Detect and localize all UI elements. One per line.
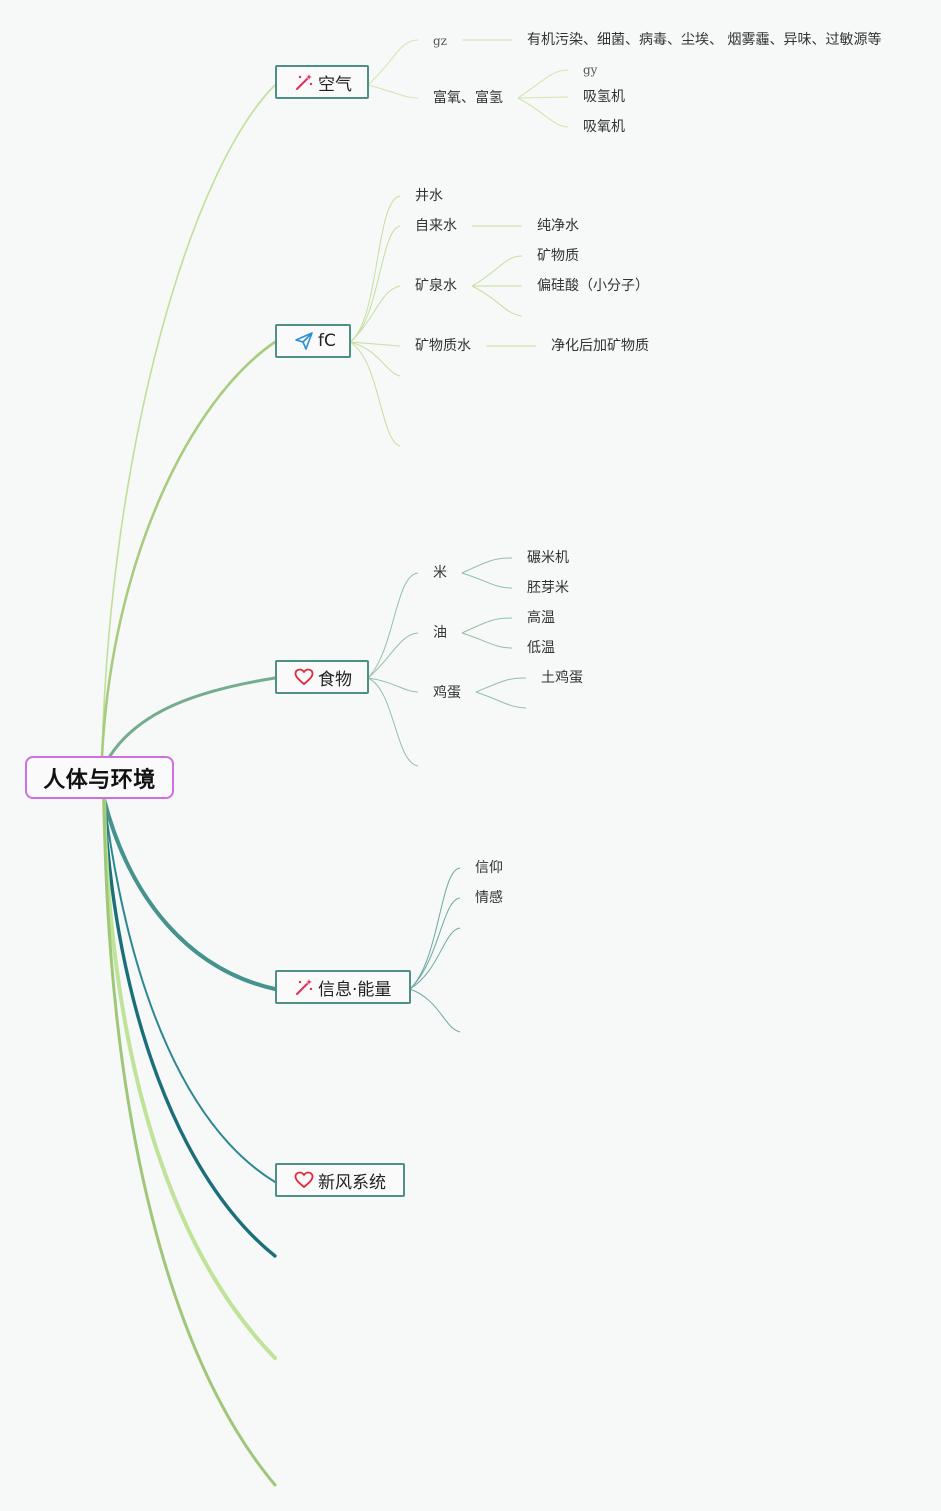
subtopic-egg[interactable]: 鸡蛋 bbox=[433, 685, 461, 701]
connector-empty-3 bbox=[102, 797, 277, 1487]
magic-wand-icon bbox=[294, 72, 314, 92]
root-topic[interactable]: 人体与环境 bbox=[25, 756, 174, 799]
subtopic-oxygen-machine[interactable]: 吸氧机 bbox=[583, 119, 625, 135]
paper-plane-icon bbox=[294, 331, 314, 351]
topic-info-energy[interactable]: 信息·能量 bbox=[275, 970, 411, 1004]
food-link-germ bbox=[461, 572, 513, 589]
topic-water-label: fC bbox=[318, 331, 336, 351]
subtopic-low-temp[interactable]: 低温 bbox=[527, 640, 555, 656]
subtopic-native-egg[interactable]: 土鸡蛋 bbox=[541, 670, 583, 686]
subtopic-rice[interactable]: 米 bbox=[433, 565, 447, 581]
connector-water bbox=[100, 340, 277, 758]
water-link-empty-2 bbox=[349, 341, 401, 447]
subtopic-gz[interactable]: gz bbox=[433, 34, 448, 48]
water-link-mineral bbox=[349, 341, 401, 347]
air-link-gz bbox=[367, 39, 419, 86]
heart-icon bbox=[294, 1170, 314, 1190]
subtopic-tap-water[interactable]: 自来水 bbox=[415, 218, 457, 234]
food-link-oil bbox=[367, 632, 419, 679]
food-link-egg bbox=[367, 677, 419, 693]
magic-wand-icon bbox=[294, 977, 314, 997]
subtopic-pollutants[interactable]: 有机污染、细菌、病毒、尘埃、 烟雾霾、异味、过敏源等 bbox=[527, 32, 882, 48]
root-topic-label: 人体与环境 bbox=[43, 767, 156, 793]
food-link-empty bbox=[367, 677, 419, 767]
info-link-empty-2 bbox=[409, 988, 461, 1033]
food-link-native bbox=[475, 677, 527, 693]
connector-empty-1 bbox=[102, 797, 277, 1258]
connector-food bbox=[108, 676, 277, 758]
water-link-spring-empty bbox=[471, 285, 523, 317]
subtopic-well-water[interactable]: 井水 bbox=[415, 188, 443, 204]
water-link-spring bbox=[349, 285, 401, 343]
water-link-minerals bbox=[471, 255, 523, 287]
subtopic-oil[interactable]: 油 bbox=[433, 625, 447, 641]
connector-air bbox=[101, 84, 276, 757]
subtopic-hydrogen-machine[interactable]: 吸氢机 bbox=[583, 89, 625, 105]
subtopic-mineral-spring-water[interactable]: 矿泉水 bbox=[415, 278, 457, 294]
air-link-o2 bbox=[517, 97, 569, 128]
topic-food[interactable]: 食物 bbox=[275, 660, 369, 694]
topic-food-label: 食物 bbox=[318, 669, 352, 690]
food-link-rice bbox=[367, 572, 419, 679]
connector-empty-2 bbox=[102, 797, 277, 1360]
food-link-egg-empty bbox=[475, 691, 527, 709]
air-link-h2 bbox=[517, 96, 569, 99]
topic-info-energy-label: 信息·能量 bbox=[318, 979, 392, 1000]
food-link-rice-mill bbox=[461, 557, 513, 574]
water-link-well bbox=[349, 195, 401, 343]
connector-info bbox=[102, 797, 277, 991]
subtopic-rich-oxygen-hydrogen[interactable]: 富氧、富氢 bbox=[433, 90, 503, 106]
water-link-tap bbox=[349, 225, 401, 343]
air-link-rich bbox=[367, 84, 419, 99]
subtopic-mineral-water[interactable]: 矿物质水 bbox=[415, 338, 471, 354]
food-link-high bbox=[461, 617, 513, 634]
subtopic-pure-water[interactable]: 纯净水 bbox=[537, 218, 579, 234]
info-link-emotion bbox=[409, 897, 461, 990]
topic-air[interactable]: 空气 bbox=[275, 65, 369, 99]
food-link-low bbox=[461, 632, 513, 649]
subtopic-metasilicic-acid[interactable]: 偏硅酸（小分子） bbox=[537, 278, 649, 294]
info-link-empty-1 bbox=[409, 927, 461, 990]
water-link-empty-1 bbox=[349, 341, 401, 377]
subtopic-rice-mill[interactable]: 碾米机 bbox=[527, 550, 569, 566]
air-link-gy bbox=[517, 69, 569, 99]
subtopic-emotion[interactable]: 情感 bbox=[475, 890, 503, 906]
topic-air-label: 空气 bbox=[318, 74, 352, 95]
connector-fresh bbox=[103, 798, 276, 1183]
subtopic-germ-rice[interactable]: 胚芽米 bbox=[527, 580, 569, 596]
topic-fresh-air-system-label: 新风系统 bbox=[318, 1172, 386, 1193]
heart-icon bbox=[294, 667, 314, 687]
subtopic-belief[interactable]: 信仰 bbox=[475, 860, 503, 876]
subtopic-high-temp[interactable]: 高温 bbox=[527, 610, 555, 626]
subtopic-purified-added-minerals[interactable]: 净化后加矿物质 bbox=[551, 338, 649, 354]
subtopic-minerals[interactable]: 矿物质 bbox=[537, 248, 579, 264]
topic-water[interactable]: fC bbox=[275, 324, 351, 358]
info-link-belief bbox=[409, 867, 461, 990]
topic-fresh-air-system[interactable]: 新风系统 bbox=[275, 1163, 405, 1197]
subtopic-gy[interactable]: gy bbox=[583, 63, 598, 77]
